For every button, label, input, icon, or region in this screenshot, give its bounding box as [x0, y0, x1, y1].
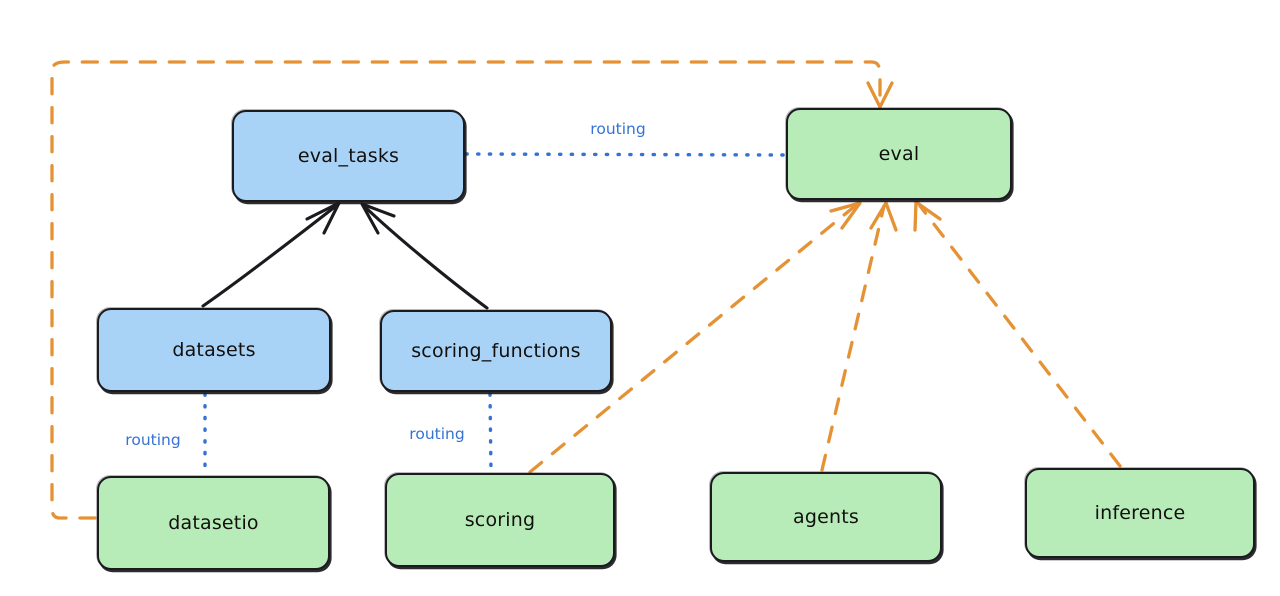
node-agents[interactable]: agents — [710, 472, 942, 562]
node-label: inference — [1094, 501, 1186, 524]
edge-agents-to-eval — [820, 201, 898, 472]
edge-label-routing-eval-tasks: routing — [590, 120, 646, 138]
edge-eval-tasks-to-eval — [464, 152, 787, 157]
node-eval-tasks[interactable]: eval_tasks — [232, 110, 465, 202]
node-label: datasetio — [168, 511, 259, 534]
edge-inference-to-eval — [913, 200, 1122, 468]
edge-label-routing-datasets: routing — [125, 431, 181, 449]
edge-datasets-to-eval-tasks — [201, 201, 341, 308]
node-label: eval_tasks — [297, 144, 400, 167]
node-eval[interactable]: eval — [786, 108, 1012, 200]
node-scoring-functions[interactable]: scoring_functions — [380, 310, 612, 392]
node-label: scoring_functions — [411, 339, 581, 362]
node-scoring[interactable]: scoring — [385, 473, 615, 567]
node-datasets[interactable]: datasets — [97, 308, 331, 392]
node-datasetio[interactable]: datasetio — [97, 476, 330, 570]
node-label: agents — [793, 505, 859, 528]
edge-scoring-functions-to-scoring — [488, 392, 493, 474]
edge-datasetio-to-eval — [50, 60, 894, 520]
node-label: eval — [878, 142, 920, 165]
edge-label-routing-scoring-functions: routing — [409, 425, 465, 443]
edge-scoring-functions-to-eval-tasks — [360, 202, 489, 310]
edge-scoring-to-eval — [528, 201, 862, 474]
node-inference[interactable]: inference — [1025, 468, 1255, 558]
node-label: datasets — [172, 338, 256, 361]
node-label: scoring — [464, 508, 536, 531]
